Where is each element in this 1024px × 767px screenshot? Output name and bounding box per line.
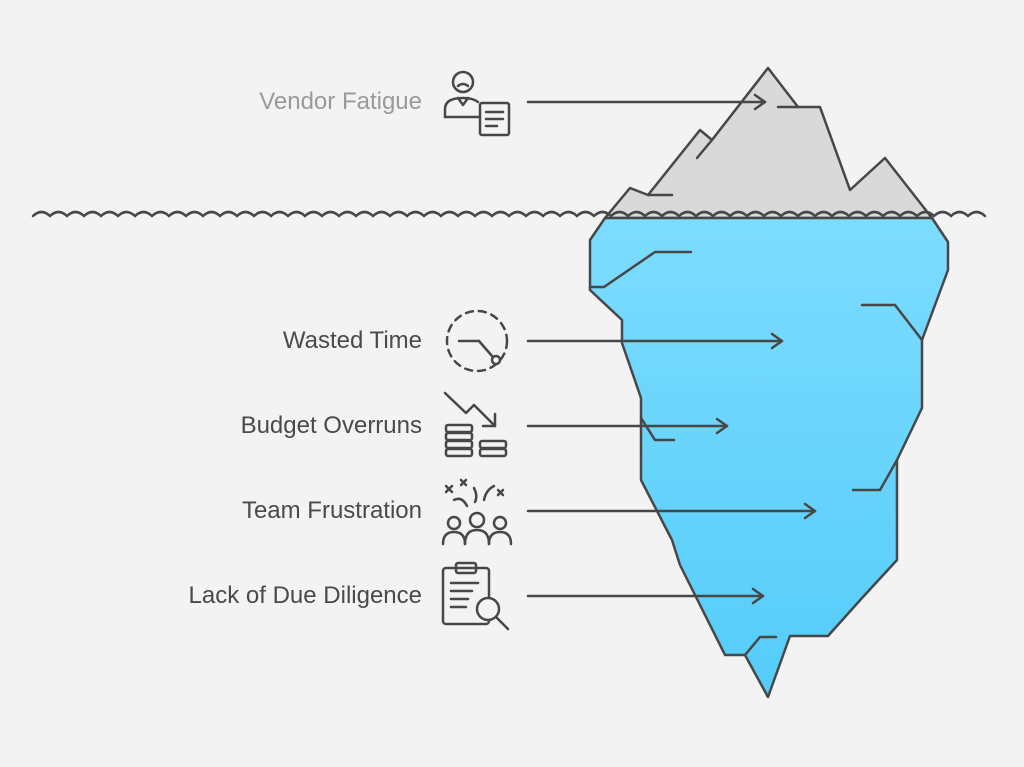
- label-vendor-fatigue: Vendor Fatigue: [259, 88, 422, 115]
- water-line: [31, 210, 987, 218]
- arrow-vendor-fatigue: [526, 93, 767, 111]
- frustrated-team-icon: [441, 478, 513, 546]
- iceberg-tip: [603, 66, 934, 220]
- arrow-wasted-time: [526, 332, 784, 350]
- iceberg-tip-ridges: [646, 105, 800, 197]
- clipboard-search-icon: [441, 561, 510, 631]
- arrow-team-frustration: [526, 502, 817, 520]
- label-budget-overruns: Budget Overruns: [240, 412, 422, 439]
- timer-icon: [445, 309, 509, 373]
- arrow-lack-of-due-diligence: [526, 587, 765, 605]
- label-lack-of-due-diligence: Lack of Due Diligence: [188, 582, 422, 609]
- label-wasted-time: Wasted Time: [282, 327, 422, 354]
- person-document-icon: [443, 70, 511, 137]
- iceberg-body: [588, 216, 950, 699]
- coins-down-icon: [443, 391, 508, 458]
- arrow-budget-overruns: [526, 417, 729, 435]
- iceberg-body-ridges: [588, 250, 924, 657]
- label-team-frustration: Team Frustration: [241, 497, 422, 524]
